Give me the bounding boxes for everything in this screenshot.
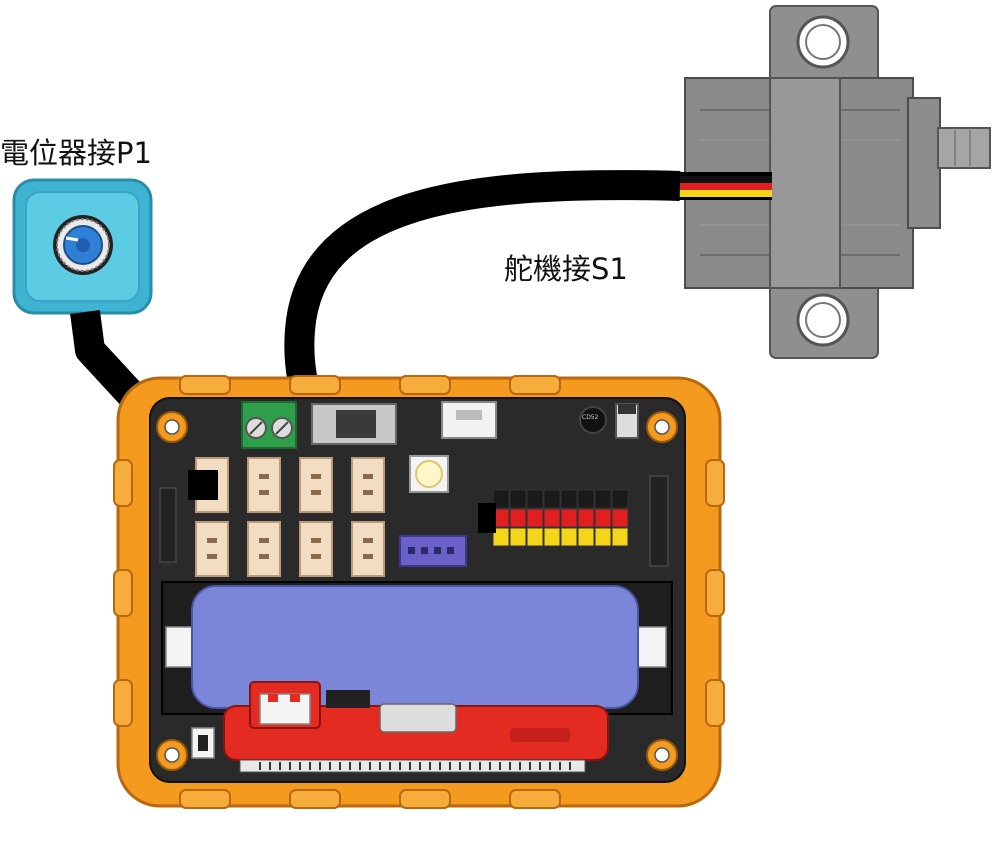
- servo-motor-icon: [672, 5, 991, 359]
- controller-board-icon: [113, 375, 725, 809]
- potentiometer-plug: [188, 470, 218, 500]
- chip-marking: CD52: [582, 414, 599, 421]
- servo-plug: [478, 503, 496, 533]
- servo-label: 舵機接S1: [504, 252, 628, 286]
- potentiometer-icon: [12, 178, 153, 315]
- potentiometer-label: 電位器接P1: [0, 136, 152, 170]
